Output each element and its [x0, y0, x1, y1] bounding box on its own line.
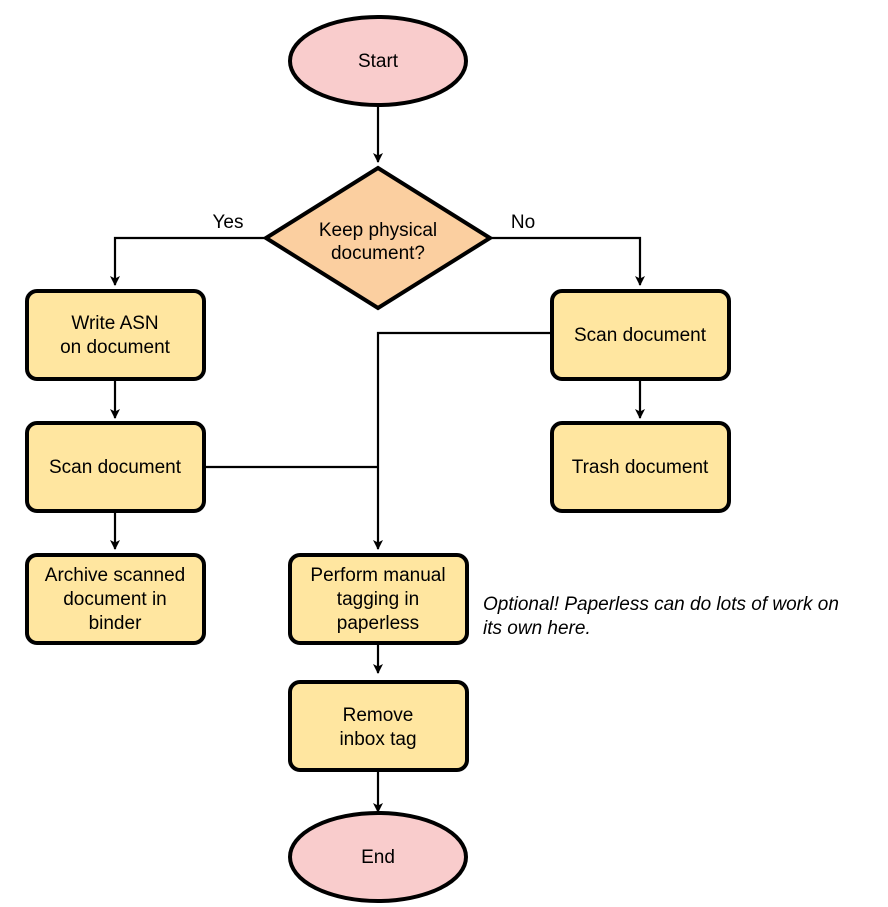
- scan-left-box: [25, 421, 206, 513]
- decision-diamond: [262, 165, 494, 311]
- decision-label-line1: Keep physical: [319, 220, 437, 241]
- scan-left-label: Scan document: [49, 457, 182, 478]
- tagging-label-line3: paperless: [337, 613, 419, 634]
- node-archive-scanned-document[interactable]: Archive scanned document in binder: [25, 553, 206, 645]
- start-ellipse: [288, 15, 468, 107]
- remove-tag-box: [288, 680, 469, 772]
- start-label: Start: [358, 51, 399, 72]
- archive-label-line1: Archive scanned: [45, 565, 185, 586]
- node-decision-keep-physical-document[interactable]: Keep physical document?: [262, 165, 494, 311]
- node-trash-document[interactable]: Trash document: [550, 421, 731, 513]
- annotation-line1: Optional! Paperless can do lots of work …: [483, 594, 839, 615]
- scan-right-label: Scan document: [574, 325, 707, 346]
- archive-box: [25, 553, 206, 645]
- node-scan-document-right[interactable]: Scan document: [550, 289, 731, 381]
- node-end[interactable]: End: [288, 811, 468, 903]
- tagging-box: [288, 553, 469, 645]
- annotation-line2: its own here.: [483, 618, 591, 639]
- edge-decision-yes-to-write-asn: [110, 236, 265, 286]
- trash-box: [550, 421, 731, 513]
- node-write-asn[interactable]: Write ASN on document: [25, 289, 206, 381]
- node-scan-document-left[interactable]: Scan document: [25, 421, 206, 513]
- decision-label-line2: document?: [331, 243, 425, 264]
- node-start[interactable]: Start: [288, 15, 468, 107]
- branch-label-no: No: [511, 212, 535, 233]
- node-remove-inbox-tag[interactable]: Remove inbox tag: [288, 680, 469, 772]
- scan-right-box: [550, 289, 731, 381]
- end-label: End: [361, 847, 395, 868]
- annotation-note: Optional! Paperless can do lots of work …: [483, 594, 839, 639]
- edge-scan-right-to-tagging: [373, 331, 552, 550]
- node-perform-manual-tagging[interactable]: Perform manual tagging in paperless: [288, 553, 469, 645]
- tagging-label-line2: tagging in: [337, 589, 419, 610]
- branch-label-yes: Yes: [213, 212, 244, 233]
- write-asn-label-line1: Write ASN: [71, 313, 158, 334]
- write-asn-box: [25, 289, 206, 381]
- archive-label-line2: document in: [63, 589, 167, 610]
- remove-tag-label-line2: inbox tag: [339, 729, 416, 750]
- tagging-label-line1: Perform manual: [310, 565, 445, 586]
- edge-decision-no-to-scan-right: [490, 236, 645, 286]
- end-ellipse: [288, 811, 468, 903]
- remove-tag-label-line1: Remove: [343, 705, 414, 726]
- archive-label-line3: binder: [89, 613, 142, 634]
- trash-label: Trash document: [572, 457, 709, 478]
- write-asn-label-line2: on document: [60, 337, 171, 358]
